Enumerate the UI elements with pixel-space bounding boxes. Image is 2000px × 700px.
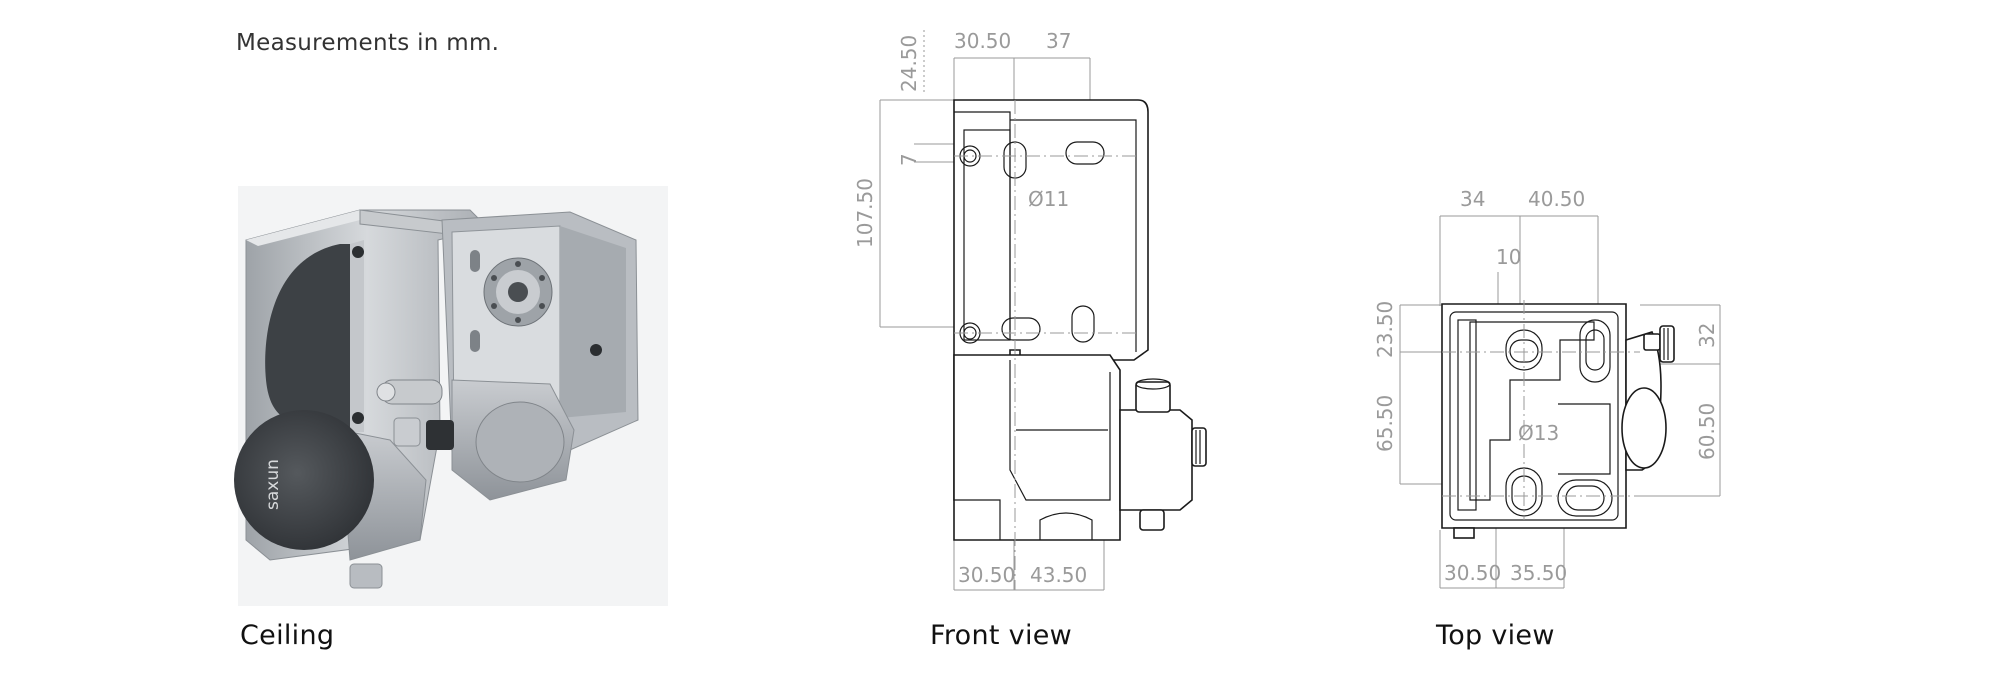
dim-front-bottom-right: 43.50: [1030, 563, 1087, 587]
dim-top-right-upper: 32: [1695, 323, 1719, 348]
top-view-drawing: 34 40.50 10 23.50 65.50 32 60.50 Ø13 30.…: [1373, 187, 1721, 589]
dim-top-top-right: 40.50: [1528, 187, 1585, 211]
dim-front-top-left: 30.50: [954, 29, 1011, 53]
caption-top-view: Top view: [1436, 620, 1555, 651]
dim-top-hole: Ø13: [1518, 421, 1559, 445]
dim-top-top-left: 34: [1460, 187, 1485, 211]
front-view-drawing: 30.50 37 24.50 107.50 7 Ø11 30.50 43.50: [853, 29, 1207, 591]
ceiling-bracket-illustration: saxun: [234, 186, 668, 606]
dim-top-left-upper: 23.50: [1373, 301, 1397, 358]
dim-front-bottom-left: 30.50: [958, 563, 1015, 587]
dim-front-top-right: 37: [1046, 29, 1071, 53]
caption-front-view: Front view: [930, 620, 1073, 651]
top-body-outline: [1441, 300, 1675, 539]
dim-top-left-lower: 65.50: [1373, 395, 1397, 452]
dim-front-vertical-top: 24.50: [897, 35, 921, 92]
measurement-note: Measurements in mm.: [236, 30, 500, 56]
motor-housing: saxun: [234, 209, 489, 589]
dim-front-hole: Ø11: [1028, 187, 1069, 211]
dim-front-small: 7: [897, 153, 921, 166]
dim-top-right-lower: 60.50: [1695, 403, 1719, 460]
dim-top-bottom-right: 35.50: [1510, 561, 1567, 585]
brand-logo: saxun: [263, 459, 283, 510]
dim-top-center: 10: [1496, 245, 1521, 269]
front-body-outline: [953, 99, 1207, 590]
caption-ceiling: Ceiling: [240, 620, 335, 651]
wall-bracket: [376, 211, 639, 501]
dim-front-vertical-left: 107.50: [853, 178, 877, 248]
dim-top-bottom-left: 30.50: [1444, 561, 1501, 585]
